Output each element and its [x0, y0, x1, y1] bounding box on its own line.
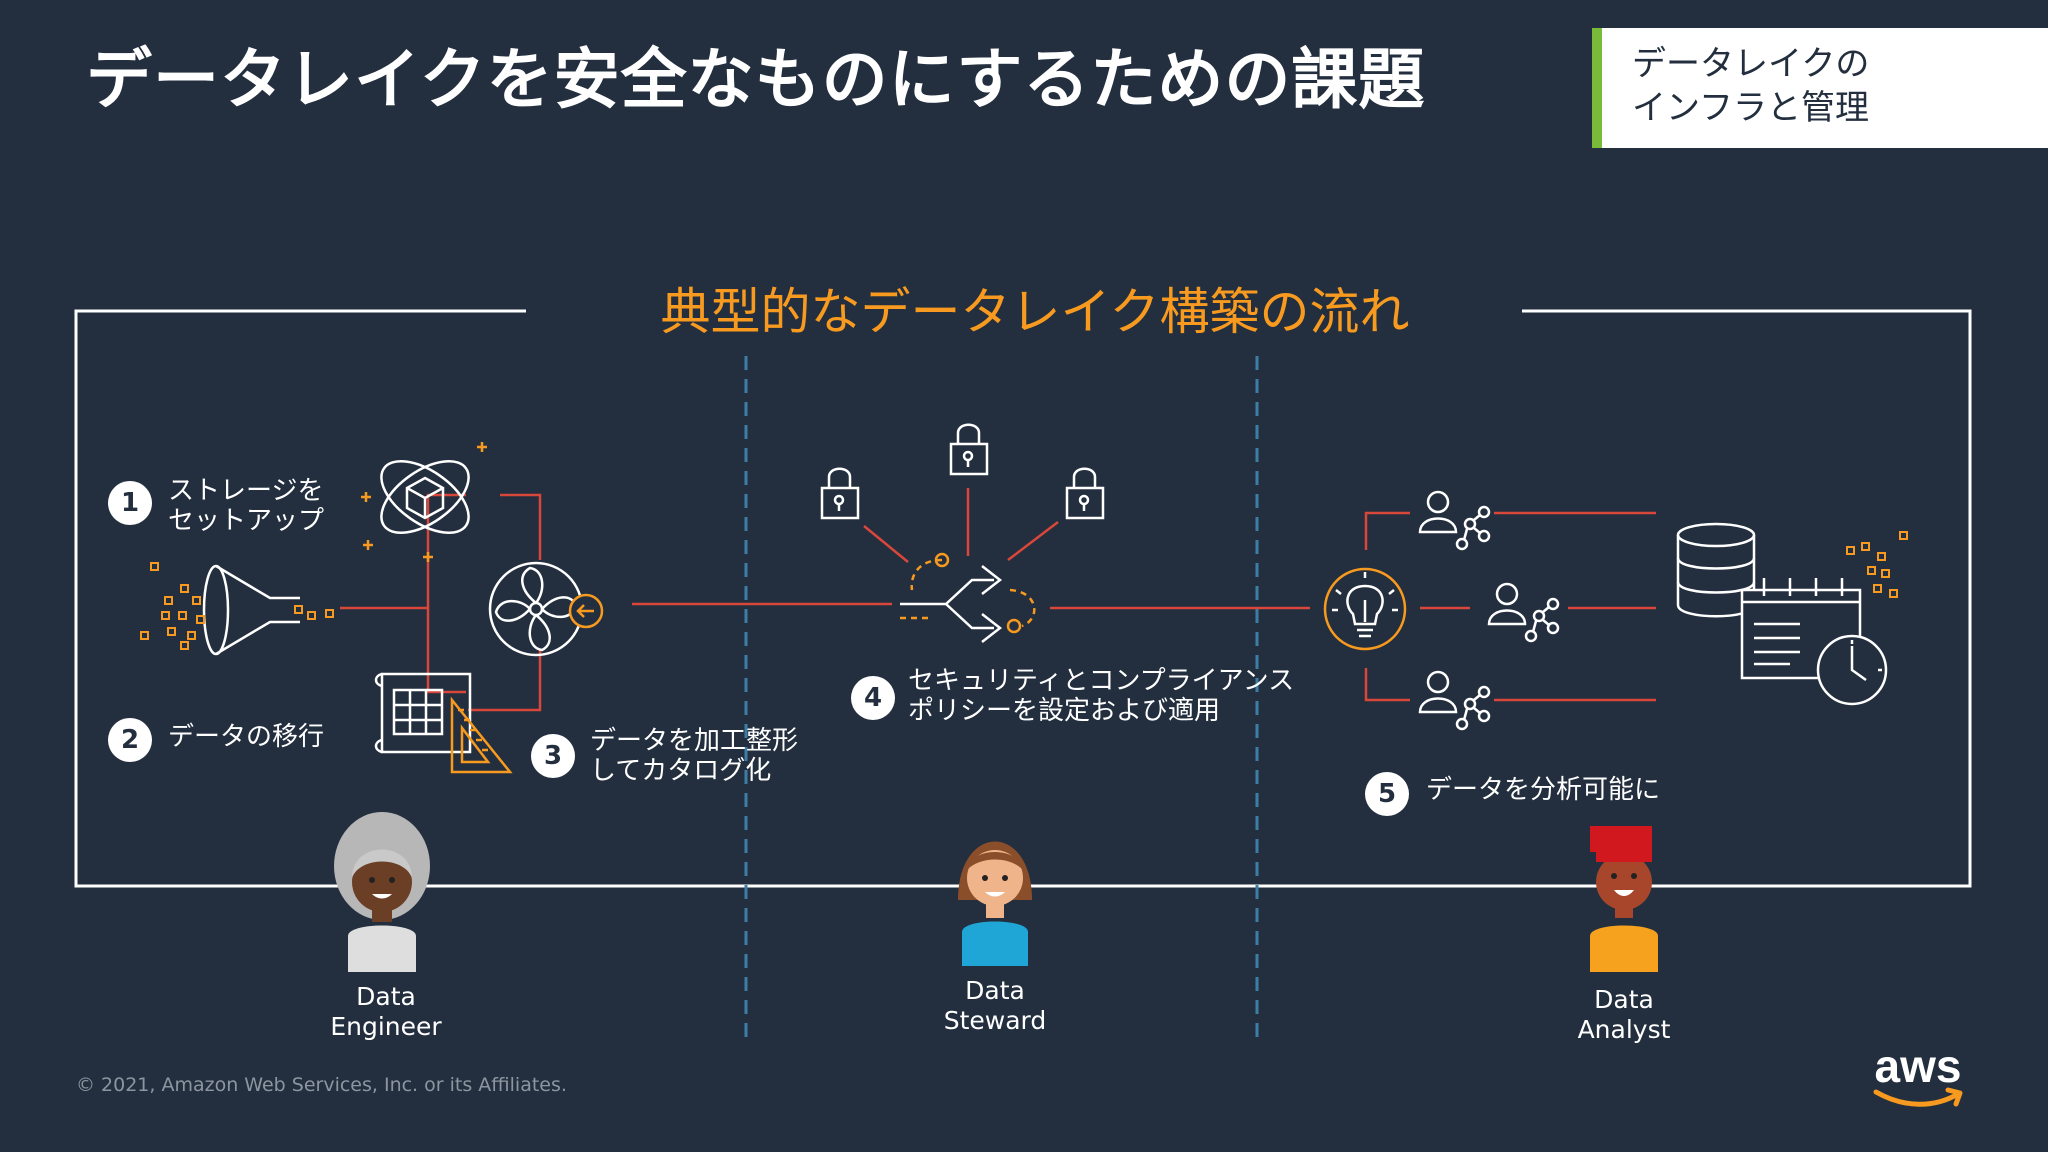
data-migration-icon	[140, 562, 334, 656]
flow-title: 典型的なデータレイク構築の流れ	[660, 283, 1410, 341]
aws-logo: aws	[1873, 1040, 1963, 1107]
persona-data-engineer: Data Engineer	[286, 982, 486, 1042]
step-3-label-line2: してカタログ化	[590, 756, 772, 786]
persona-data-analyst: Data Analyst	[1524, 985, 1724, 1045]
copyright-notice: © 2021, Amazon Web Services, Inc. or its…	[76, 1074, 567, 1096]
step-5-number: 5	[1365, 772, 1409, 816]
step-3-number: 3	[531, 734, 575, 778]
step-4-number: 4	[851, 676, 895, 720]
data-steward-avatar	[958, 841, 1032, 966]
persona-data-steward-line2: Steward	[943, 1006, 1047, 1035]
analytics-icon	[1323, 567, 1407, 651]
section-badge-line1: データレイクの	[1632, 44, 1870, 84]
analyst-user-icon-middle	[1487, 582, 1560, 643]
persona-data-steward-line1: Data	[965, 976, 1025, 1005]
persona-data-engineer-line1: Data	[356, 982, 416, 1011]
data-engineer-avatar	[334, 812, 430, 972]
section-badge: データレイクの インフラと管理	[1592, 28, 2048, 148]
step-5-label: データを分析可能に	[1426, 775, 1661, 805]
step-1-label-line1: ストレージを	[168, 476, 324, 506]
step-1-number: 1	[108, 481, 152, 525]
persona-data-engineer-line2: Engineer	[330, 1012, 442, 1041]
lock-icon-center	[949, 423, 989, 476]
step-1-label: ストレージを セットアップ	[168, 476, 324, 536]
analyst-user-icon-top	[1418, 490, 1491, 551]
calendar-clock-icon	[1740, 578, 1888, 706]
step-1-label-line2: セットアップ	[168, 506, 325, 536]
lock-icon-left	[820, 467, 860, 520]
flow-connectors	[340, 488, 1656, 712]
persona-data-analyst-line2: Analyst	[1577, 1015, 1671, 1044]
data-analyst-avatar	[1590, 826, 1658, 972]
step-3-label: データを加工整形 してカタログ化	[590, 726, 798, 786]
persona-data-steward: Data Steward	[895, 976, 1095, 1036]
step-2-number: 2	[108, 718, 152, 762]
data-dots-icon	[1846, 531, 1908, 598]
storage-setup-icon	[361, 442, 487, 562]
step-3-label-line1: データを加工整形	[590, 726, 799, 756]
analyst-user-icon-bottom	[1418, 670, 1491, 731]
persona-data-analyst-line1: Data	[1594, 985, 1654, 1014]
step-2-label: データの移行	[168, 722, 325, 752]
flow-frame	[74, 309, 1972, 888]
policy-icon	[900, 552, 1036, 643]
step-4-label: セキュリティとコンプライアンス ポリシーを設定および適用	[908, 666, 1294, 726]
step-4-label-line1: セキュリティとコンプライアンス	[908, 666, 1295, 696]
step-4-label-line2: ポリシーを設定および適用	[908, 696, 1221, 726]
catalog-icon	[374, 672, 513, 774]
section-badge-line2: インフラと管理	[1632, 88, 1869, 128]
fan-icon	[488, 561, 604, 657]
aws-logo-text: aws	[1875, 1040, 1962, 1092]
slide-title: データレイクを安全なものにするための課題	[86, 41, 1426, 118]
lock-icon-right	[1065, 467, 1105, 520]
